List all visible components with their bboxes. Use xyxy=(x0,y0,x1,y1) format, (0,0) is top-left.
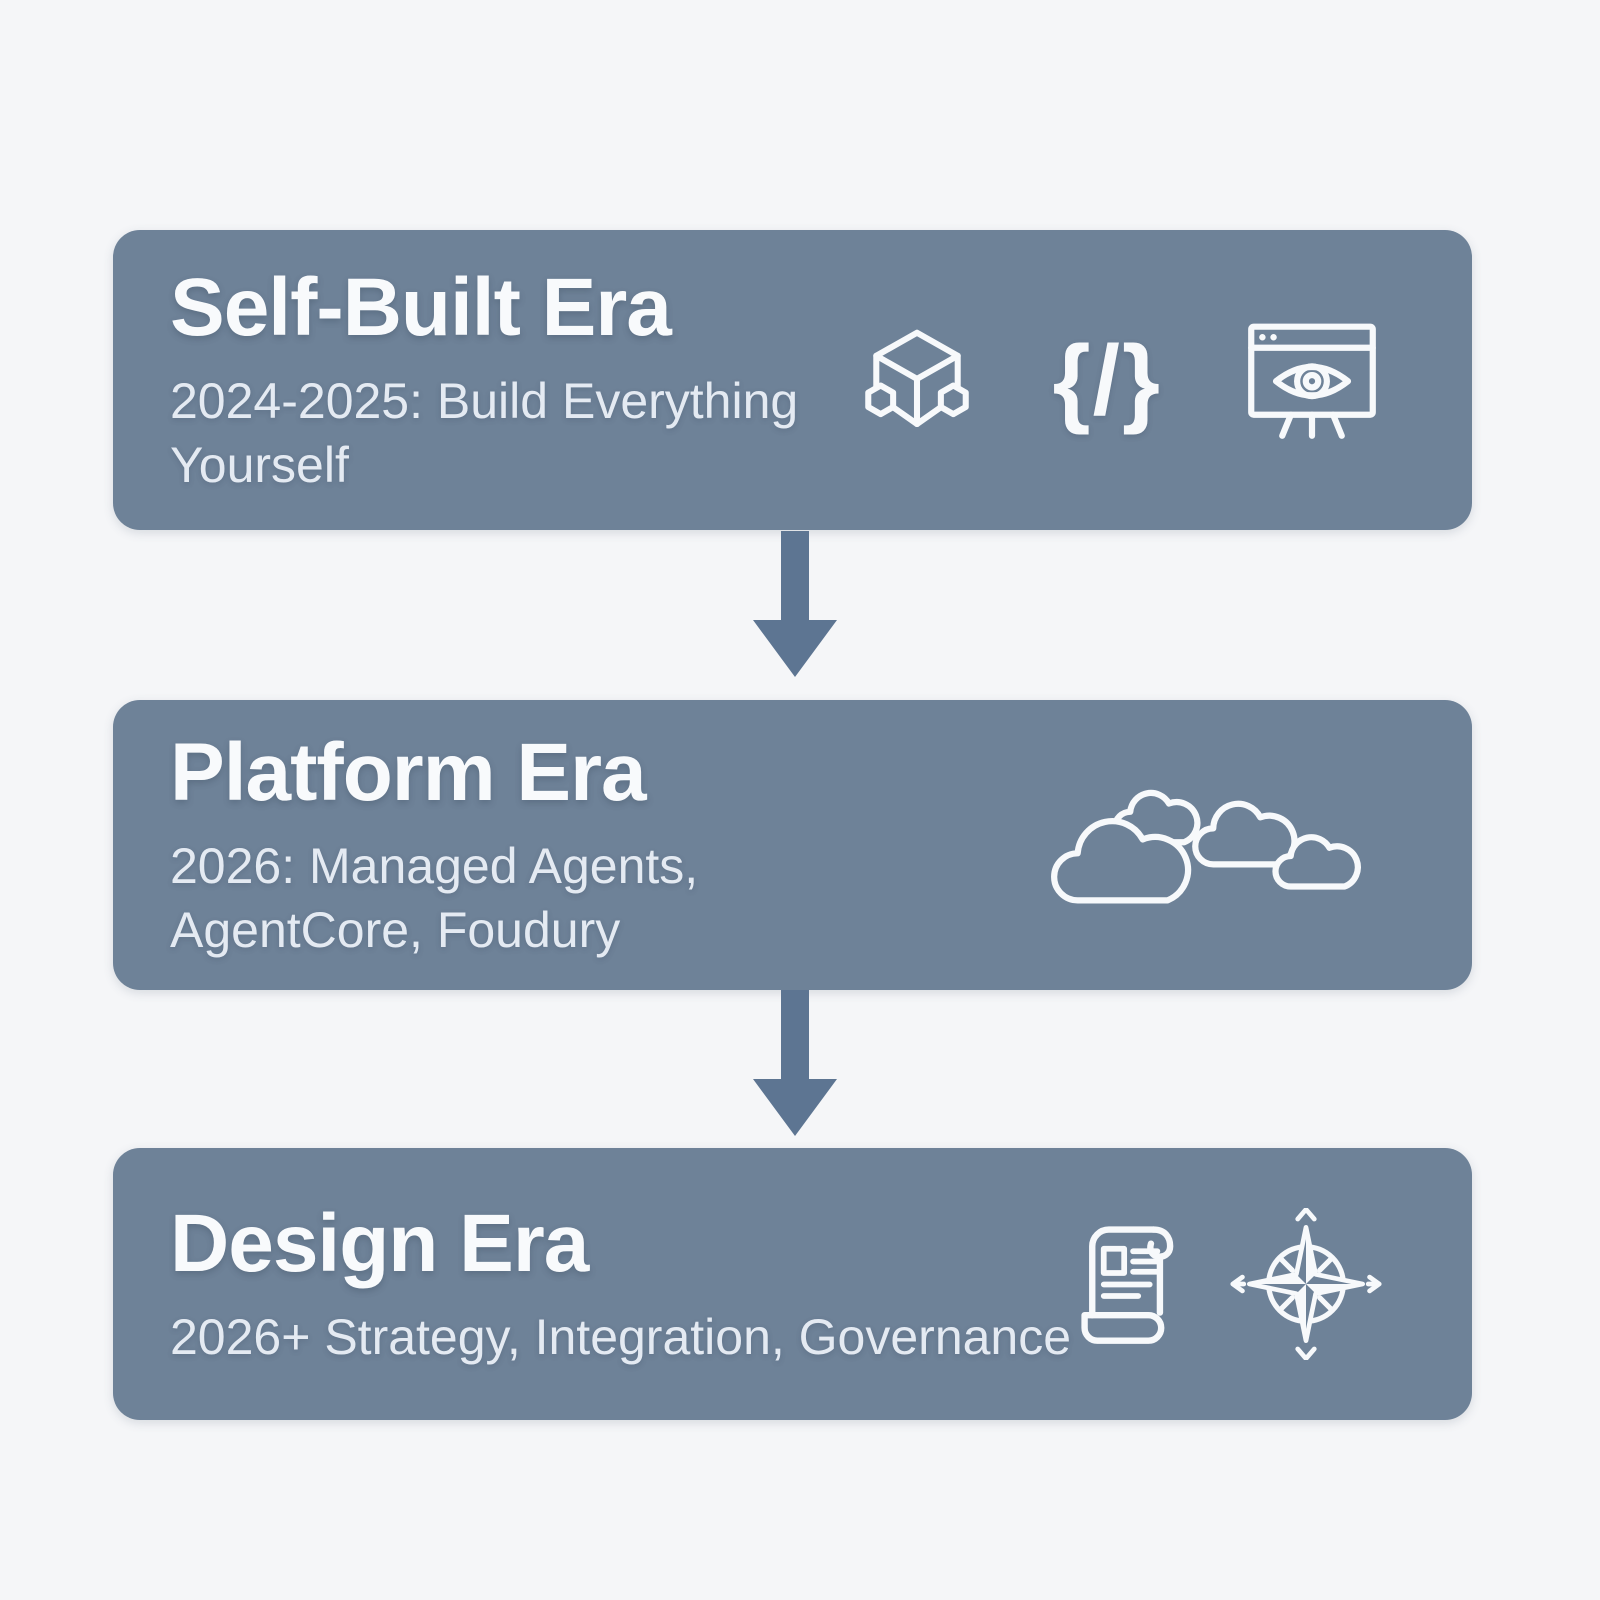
era-text-block: Design Era 2026+ Strategy, Integration, … xyxy=(170,1197,1072,1369)
code-brackets-icon: {/} xyxy=(1052,325,1162,435)
era-subtitle-line: 2026+ Strategy, Integration, Governance xyxy=(170,1309,1072,1366)
scroll-icon xyxy=(1064,1213,1192,1356)
era-subtitle-line: 2024-2025: Build Everything xyxy=(170,373,799,430)
monitor-eye-icon xyxy=(1242,318,1382,442)
era-text-block: Platform Era 2026: Managed Agents, Agent… xyxy=(170,726,699,962)
era-title: Design Era xyxy=(170,1197,589,1289)
era-subtitle-line: AgentCore, Foudury xyxy=(170,902,621,959)
era-icons-row xyxy=(1050,773,1382,917)
cube-module-icon xyxy=(862,324,972,436)
clouds-icon xyxy=(1050,773,1382,917)
era-box-platform: Platform Era 2026: Managed Agents, Agent… xyxy=(113,700,1472,990)
down-arrow-icon xyxy=(753,990,837,1136)
era-box-self-built: Self-Built Era 2024-2025: Build Everythi… xyxy=(113,230,1472,530)
era-subtitle-line: 2026: Managed Agents, xyxy=(170,838,699,895)
era-icons-row: {/} xyxy=(862,318,1382,442)
era-title: Platform Era xyxy=(170,726,647,818)
era-title: Self-Built Era xyxy=(170,261,672,353)
era-text-block: Self-Built Era 2024-2025: Build Everythi… xyxy=(170,261,799,497)
era-subtitle-line: Yourself xyxy=(170,437,349,494)
era-box-design: Design Era 2026+ Strategy, Integration, … xyxy=(113,1148,1472,1420)
compass-icon xyxy=(1230,1208,1382,1360)
down-arrow-icon xyxy=(753,531,837,677)
era-icons-row xyxy=(1064,1208,1382,1360)
